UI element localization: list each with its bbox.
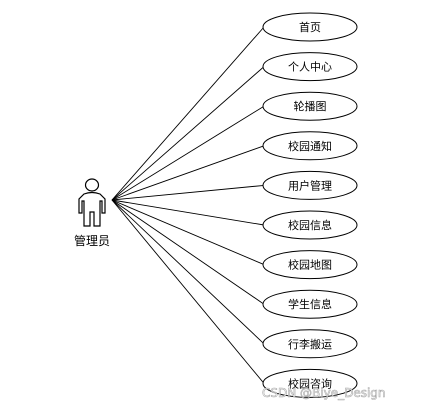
use-case-ellipse [262,368,358,398]
use-case-label: 校园地图 [288,258,332,272]
association-line-campus-consult [111,199,265,384]
association-lines [111,26,265,384]
use-case-personal-center: 个人中心 [262,52,358,82]
association-line-user-management [111,184,265,201]
use-case-label: 个人中心 [288,61,332,74]
use-case-campus-info: 校园信息 [262,210,358,240]
association-line-campus-notice [111,145,265,201]
use-case-ellipse [262,329,358,359]
use-case-student-info: 学生信息 [262,289,358,319]
use-case-home: 首页 [262,12,358,42]
association-line-home [111,26,265,201]
use-case-ellipse [262,12,358,42]
watermark-text: CSDN @Biye_Design [262,386,386,400]
use-case-label: 行李搬运 [288,337,332,351]
association-line-campus-map [111,199,265,266]
use-case-label: 校园信息 [288,218,332,232]
use-case-ellipse [262,210,358,240]
use-case-label: 首页 [299,20,321,34]
use-case-user-management: 用户管理 [262,170,358,200]
use-case-label: 校园通知 [288,139,332,153]
use-case-ellipse [262,131,358,161]
use-case-label: 学生信息 [288,297,332,311]
use-case-carousel: 轮播图 [262,91,358,121]
association-line-luggage-moving [111,199,265,345]
stick-figure-actor-icon [78,178,106,227]
use-case-ellipse [262,52,358,82]
use-case-label: 用户管理 [288,178,332,192]
association-line-campus-info [111,199,265,226]
use-case-campus-map: 校园地图 [262,250,358,280]
association-line-student-info [111,199,265,305]
use-case-campus-notice: 校园通知 [262,131,358,161]
actor-label: 管理员 [74,233,110,248]
use-case-luggage-moving: 行李搬运 [262,329,358,359]
use-case-ellipse [262,289,358,319]
use-case-ellipse [262,91,358,121]
use-case-ellipse [262,250,358,280]
use-case-ellipse [262,170,358,200]
use-case-label: 校园咨询 [288,376,332,390]
association-line-personal-center [111,66,265,201]
use-case-label: 轮播图 [294,99,327,113]
actor-admin: 管理员 [74,178,110,248]
use-case-campus-consult: 校园咨询 [262,368,358,398]
association-line-carousel [111,105,265,201]
